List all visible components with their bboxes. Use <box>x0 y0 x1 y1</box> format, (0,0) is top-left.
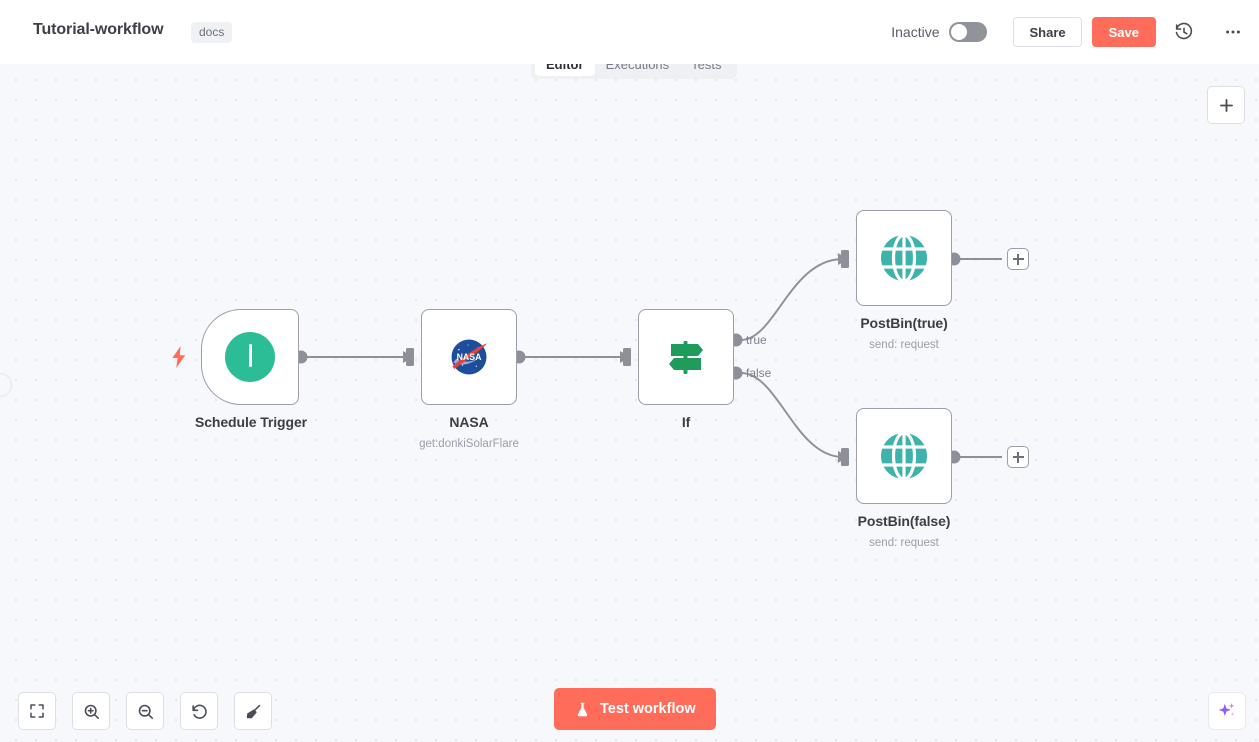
input-port-nasa[interactable] <box>406 348 414 366</box>
clock-icon <box>225 332 275 382</box>
svg-text:NASA: NASA <box>457 352 482 362</box>
input-port-postbin-true[interactable] <box>841 250 849 268</box>
ellipsis-icon[interactable] <box>1221 20 1245 44</box>
test-workflow-button[interactable]: Test workflow <box>554 688 716 730</box>
flask-icon <box>574 701 591 718</box>
node-label-postbin-true: PostBin(true) <box>860 315 948 331</box>
node-label-postbin-false: PostBin(false) <box>857 513 951 529</box>
save-button[interactable]: Save <box>1091 17 1156 47</box>
workflow-title[interactable]: Tutorial-workflow <box>33 21 164 38</box>
share-button[interactable]: Share <box>1013 17 1082 47</box>
node-nasa[interactable]: NASA <box>421 309 517 405</box>
node-sublabel-nasa: get:donkiSolarFlare <box>419 438 519 450</box>
lightning-bolt-icon <box>171 346 187 368</box>
input-port-if[interactable] <box>623 348 631 366</box>
node-label-if: If <box>681 414 691 430</box>
node-sublabel-postbin-true: send: request <box>869 339 939 351</box>
globe-icon <box>881 431 927 481</box>
canvas-zoom-toolbar <box>18 692 272 730</box>
nasa-logo-icon: NASA <box>451 339 488 375</box>
zoom-in-icon[interactable] <box>72 692 110 730</box>
signpost-icon <box>669 341 703 374</box>
node-sublabel-postbin-false: send: request <box>869 537 939 549</box>
input-port-postbin-false[interactable] <box>841 448 849 466</box>
node-postbin-true[interactable] <box>856 210 952 306</box>
workflow-canvas[interactable]: Schedule Trigger NASA NASA get:donkiSola… <box>0 64 1259 742</box>
app-header: Tutorial-workflow docs Inactive Share Sa… <box>0 0 1259 64</box>
node-label-nasa: NASA <box>449 414 489 430</box>
header-actions: Inactive Share Save <box>891 0 1245 64</box>
port-label-true: true <box>746 333 767 347</box>
add-node-button-after-postbin-true[interactable] <box>1007 248 1029 270</box>
connection-if-false-to-postbin-false[interactable] <box>740 372 849 463</box>
workflow-tag-docs[interactable]: docs <box>191 22 233 43</box>
toggle-knob <box>951 24 968 40</box>
add-node-button-after-postbin-false[interactable] <box>1007 446 1029 468</box>
node-if[interactable] <box>638 309 734 405</box>
reset-zoom-icon[interactable] <box>180 692 218 730</box>
fit-to-view-icon[interactable] <box>18 692 56 730</box>
port-label-false: false <box>746 366 772 380</box>
connection-if-true-to-postbin-true[interactable] <box>740 253 849 341</box>
sparkle-icon <box>1218 703 1235 716</box>
connections-layer <box>294 250 1002 466</box>
zoom-out-icon[interactable] <box>126 692 164 730</box>
globe-icon <box>881 233 927 283</box>
broom-icon[interactable] <box>234 692 272 730</box>
history-clock-icon[interactable] <box>1172 20 1196 44</box>
activation-state-label: Inactive <box>891 24 940 40</box>
node-label-schedule-trigger: Schedule Trigger <box>195 414 307 430</box>
node-schedule-trigger[interactable] <box>201 309 299 405</box>
add-node-button[interactable] <box>1207 86 1245 124</box>
ai-assistant-button[interactable] <box>1208 692 1246 730</box>
test-workflow-label: Test workflow <box>600 701 696 717</box>
workflow-activation-toggle[interactable] <box>949 22 988 42</box>
node-postbin-false[interactable] <box>856 408 952 504</box>
